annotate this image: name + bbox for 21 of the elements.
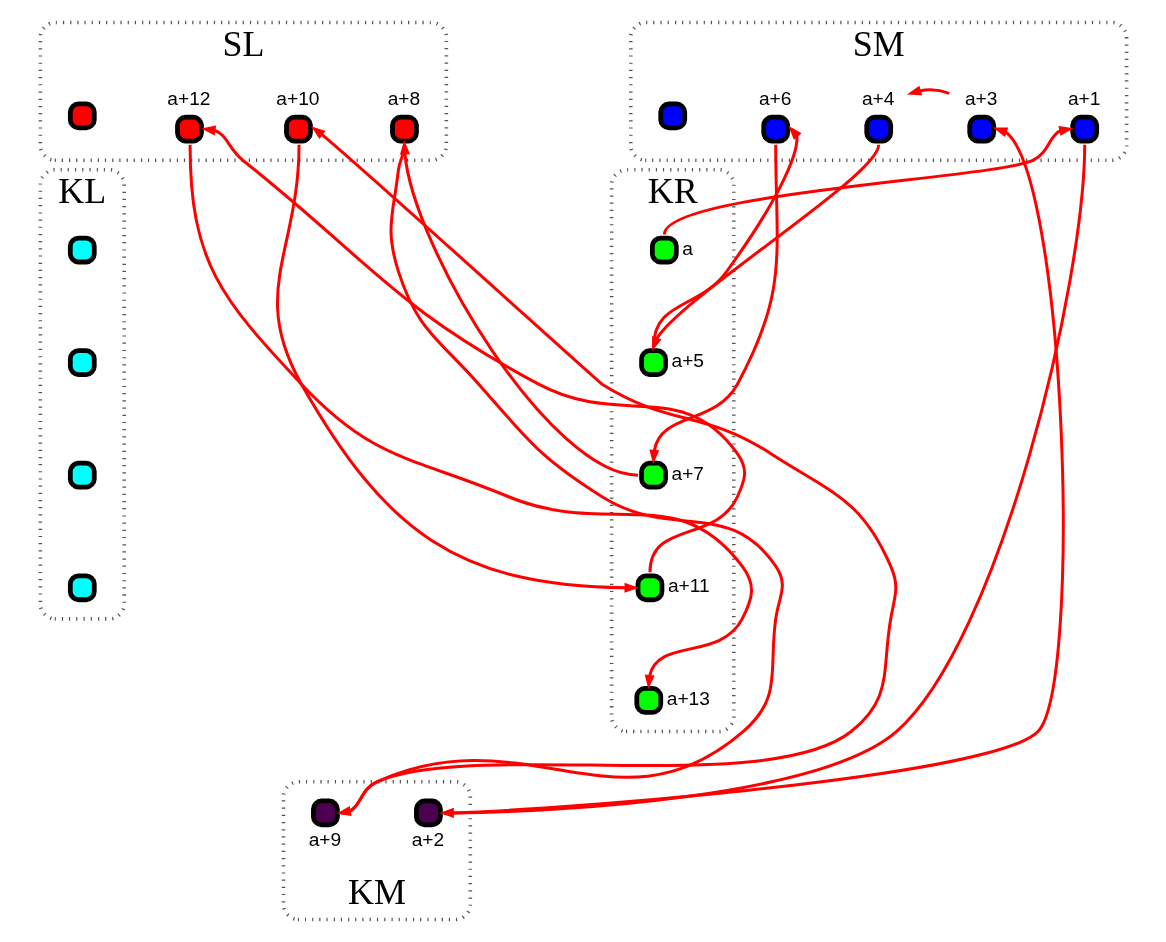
arrow bbox=[662, 125, 1074, 236]
node-label: a+8 bbox=[387, 87, 420, 109]
node-label: a+9 bbox=[308, 829, 341, 851]
node-label: a+7 bbox=[671, 462, 704, 484]
arrow bbox=[188, 144, 753, 690]
node-label: a+6 bbox=[758, 87, 791, 109]
cluster: KL bbox=[38, 168, 126, 621]
node-label: a+1 bbox=[1067, 87, 1100, 109]
arrow bbox=[200, 125, 746, 573]
node-label: a+2 bbox=[411, 829, 444, 851]
node-label: a bbox=[681, 237, 693, 259]
node-label: a+5 bbox=[671, 350, 704, 372]
node-label: a+11 bbox=[667, 575, 710, 597]
node-label: a+12 bbox=[166, 87, 210, 109]
node-label: a+10 bbox=[275, 87, 319, 109]
node-label: a+4 bbox=[861, 87, 894, 109]
arrow bbox=[906, 85, 950, 96]
arrow bbox=[399, 140, 638, 477]
arrow bbox=[275, 144, 639, 593]
node-label: a+3 bbox=[964, 87, 997, 109]
node-label: a+13 bbox=[666, 687, 710, 709]
